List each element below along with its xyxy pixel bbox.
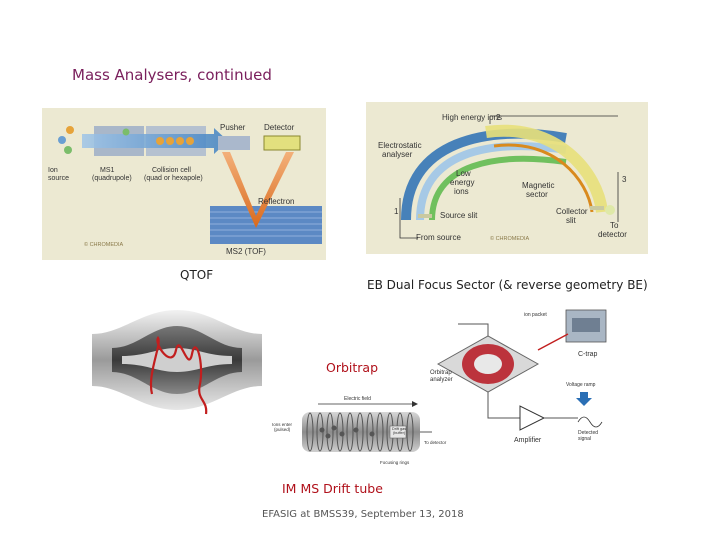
detector-block (263, 135, 301, 151)
ion-path (493, 143, 594, 213)
c-trap-label: C-trap (578, 351, 598, 358)
ion-dot (66, 126, 74, 134)
bracket-1 (399, 198, 418, 239)
drift-gas-label: Drift gas(buffer) (392, 427, 406, 435)
ions-enter-label: Ions enter(pulsed) (272, 422, 293, 432)
ion-dot (122, 128, 130, 136)
drift-tube-svg: Electric field Ions enter(pulsed) Drift … (272, 396, 447, 465)
ion-dot (186, 137, 194, 145)
voltage-arrow (580, 392, 588, 398)
drift-gas-box (389, 425, 407, 439)
num-3: 3 (622, 175, 627, 184)
ion-dot (156, 137, 164, 145)
wire (487, 392, 520, 419)
pusher-label: Pusher (220, 123, 246, 132)
signal-wave (577, 416, 603, 428)
voltage-arrow-head (576, 398, 592, 406)
amplifier-symbol (519, 405, 546, 431)
ion-dot (176, 137, 184, 145)
amplifier-label: Amplifier (514, 437, 542, 444)
high-energy-label: High energy ions (442, 113, 502, 122)
bracket-2 (489, 115, 618, 124)
field-arrowhead (412, 401, 418, 407)
green-band (429, 155, 567, 221)
flight-path (222, 152, 294, 228)
reflectron-label: Reflectron (258, 197, 294, 206)
c-trap-inner (572, 318, 600, 332)
num-2: 2 (496, 113, 501, 122)
focusing-rings-label: Focusing rings (380, 460, 410, 465)
ion-dot (166, 137, 174, 145)
ms1-label: MS1(quadrupole) (92, 167, 132, 182)
orbitrap-cutaway (92, 304, 262, 416)
ion-dot (64, 146, 72, 154)
ion-injection (537, 333, 569, 351)
source-slit (418, 214, 432, 218)
qtof-copyright: © CHROMEDIA (84, 241, 124, 248)
slide-footer: EFASIG at BMSS39, September 13, 2018 (262, 509, 464, 520)
num-1: 1 (394, 207, 399, 216)
ion-cluster (319, 425, 375, 439)
source-slit-label: Source slit (440, 211, 478, 220)
voltage-ramp-label: Voltage ramp (566, 382, 596, 388)
esa-inner-band (416, 142, 567, 221)
central-spindle (122, 348, 232, 372)
magnetic-band (485, 124, 608, 213)
drift-caption: IM MS Drift tube (282, 481, 383, 496)
ms2-label: MS2 (TOF) (226, 247, 266, 256)
wire (458, 323, 489, 336)
sector-copyright: © CHROMEDIA (490, 235, 530, 242)
sector-caption: EB Dual Focus Sector (& reverse geometry… (367, 278, 648, 292)
ion-beam-arrow (82, 128, 228, 154)
detector-glow (605, 205, 615, 215)
tube-body (302, 412, 420, 452)
pusher-block (218, 136, 250, 150)
to-detector-label: To detector (424, 440, 447, 445)
collision-cell-label: Collision cell(quad or hexapole) (144, 167, 203, 182)
ion-trajectory (149, 336, 208, 415)
qtof-caption: QTOF (180, 268, 214, 282)
drift-tube-diagram: Electric field Ions enter(pulsed) Drift … (272, 390, 456, 474)
ion-dot (58, 136, 66, 144)
from-source-label: From source (416, 233, 461, 242)
collector-slit (590, 206, 604, 210)
detector-label: Detector (264, 123, 295, 132)
slide-title: Mass Analysers, continued (72, 66, 272, 84)
orbitrap-caption: Orbitrap (326, 360, 379, 375)
orbitrap-cutaway-svg (92, 310, 262, 415)
electric-field-label: Electric field (344, 396, 371, 402)
ion-packet-label: ion packet (524, 312, 547, 318)
reflectron (210, 206, 322, 244)
spindle (474, 354, 502, 374)
